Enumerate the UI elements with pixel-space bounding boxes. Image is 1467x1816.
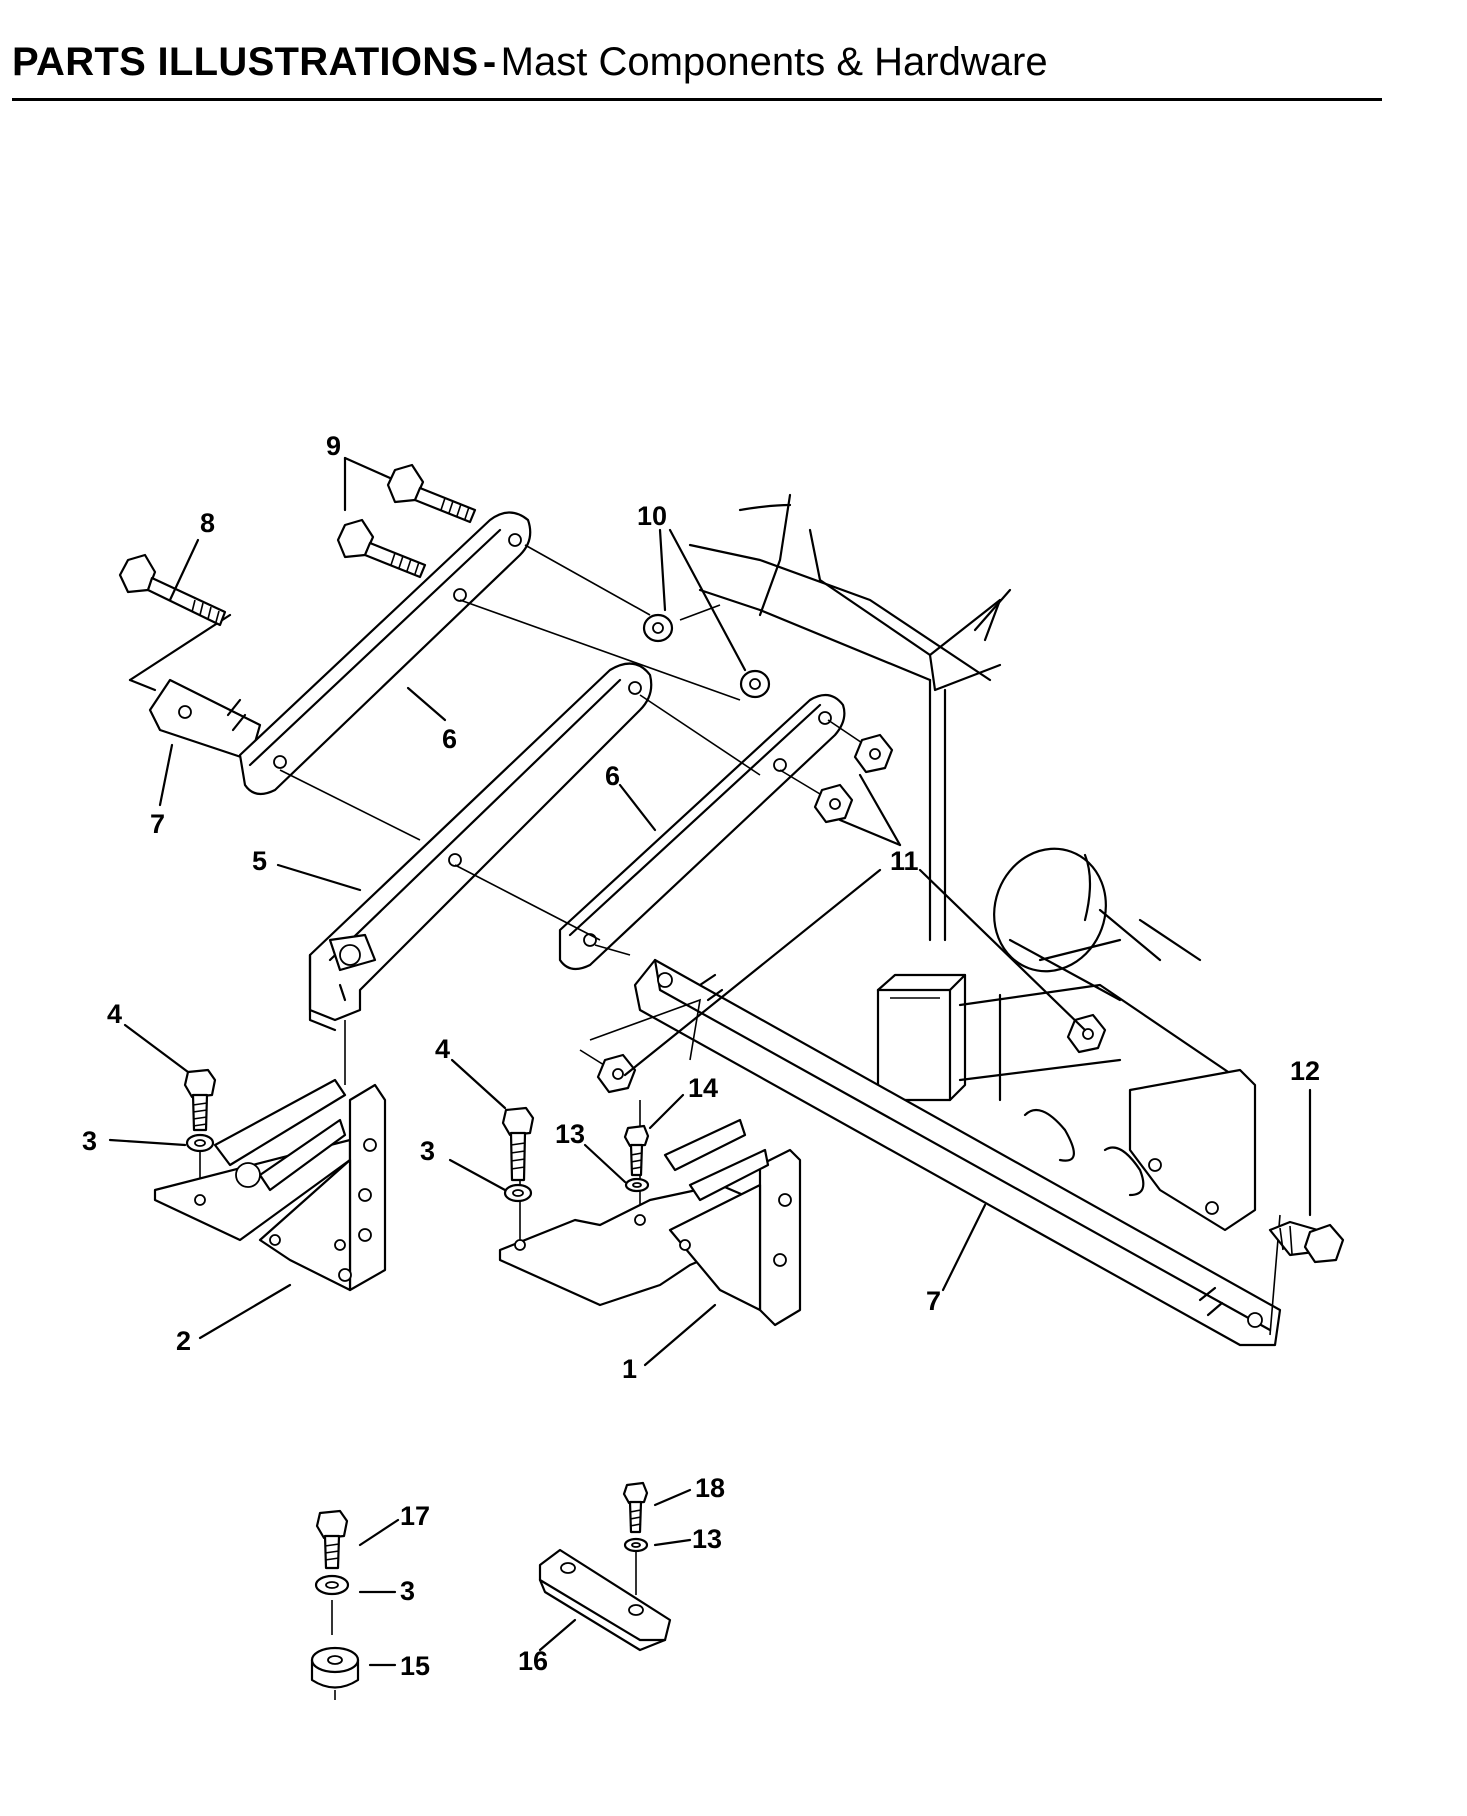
callout-14: 14 bbox=[688, 1073, 718, 1103]
washer-13-bottom bbox=[623, 1537, 649, 1553]
callout-10: 10 bbox=[637, 501, 667, 531]
part-5-main-arm bbox=[308, 662, 653, 1032]
part-6-link-arm-upper bbox=[238, 511, 532, 796]
callout-3-bottom: 3 bbox=[400, 1576, 415, 1606]
washer-10b bbox=[739, 669, 771, 699]
nut-11a bbox=[853, 733, 894, 774]
leader-lines bbox=[108, 456, 1312, 1667]
page-header: PARTS ILLUSTRATIONS - Mast Components & … bbox=[12, 40, 1382, 101]
nut-11c bbox=[596, 1053, 637, 1094]
callout-13: 13 bbox=[555, 1119, 585, 1149]
mount-15 bbox=[310, 1646, 360, 1700]
callout-7-long: 7 bbox=[926, 1286, 941, 1316]
nut-11d bbox=[1066, 1013, 1107, 1054]
callout-9: 9 bbox=[326, 431, 341, 461]
washer-10a bbox=[642, 613, 674, 643]
callout-4-center: 4 bbox=[435, 1034, 450, 1064]
bolt-17 bbox=[315, 1509, 349, 1570]
alignment-lines bbox=[199, 544, 1281, 1336]
washer-13 bbox=[624, 1177, 650, 1193]
callout-3-left: 3 bbox=[82, 1126, 97, 1156]
callout-15: 15 bbox=[400, 1651, 430, 1681]
part-7-long-bar bbox=[633, 958, 1282, 1347]
callout-17: 17 bbox=[400, 1501, 430, 1531]
plate-16 bbox=[538, 1548, 672, 1652]
bolt-12 bbox=[1268, 1220, 1345, 1264]
callout-4-left: 4 bbox=[107, 999, 122, 1029]
callout-3-center: 3 bbox=[420, 1136, 435, 1166]
callout-11: 11 bbox=[890, 846, 919, 876]
callout-6-lower: 6 bbox=[605, 761, 620, 791]
callout-6-upper: 6 bbox=[442, 724, 457, 754]
bolt-18 bbox=[622, 1481, 649, 1534]
part-2-bracket bbox=[153, 1078, 387, 1292]
part-7-short-pin bbox=[128, 613, 262, 762]
header-title-bold: PARTS ILLUSTRATIONS bbox=[12, 40, 479, 84]
washer-3-bottom bbox=[314, 1574, 350, 1596]
machine-frame bbox=[688, 493, 1257, 1232]
washer-3-left bbox=[185, 1133, 215, 1153]
header-title-rest: Mast Components & Hardware bbox=[500, 40, 1048, 84]
callout-5: 5 bbox=[252, 846, 267, 876]
part-1-bracket bbox=[498, 1118, 802, 1327]
callout-12: 12 bbox=[1290, 1056, 1320, 1086]
callout-18: 18 bbox=[695, 1473, 725, 1503]
callout-16: 16 bbox=[518, 1646, 548, 1676]
nut-11b bbox=[813, 783, 854, 824]
bolt-4-center bbox=[501, 1106, 535, 1182]
washer-3-center bbox=[503, 1183, 533, 1203]
bolt-9-upper bbox=[386, 463, 477, 524]
callout-7-short: 7 bbox=[150, 809, 165, 839]
callout-13-bottom: 13 bbox=[692, 1524, 722, 1554]
bolt-4-left bbox=[183, 1068, 217, 1132]
bolt-14 bbox=[623, 1124, 650, 1177]
callout-1: 1 bbox=[622, 1354, 637, 1384]
part-6-link-arm-lower bbox=[558, 693, 846, 971]
bolt-8 bbox=[118, 553, 227, 627]
callout-2: 2 bbox=[176, 1326, 191, 1356]
callout-8: 8 bbox=[200, 508, 215, 538]
header-separator: - bbox=[482, 40, 497, 84]
bolt-9-lower bbox=[336, 518, 427, 579]
